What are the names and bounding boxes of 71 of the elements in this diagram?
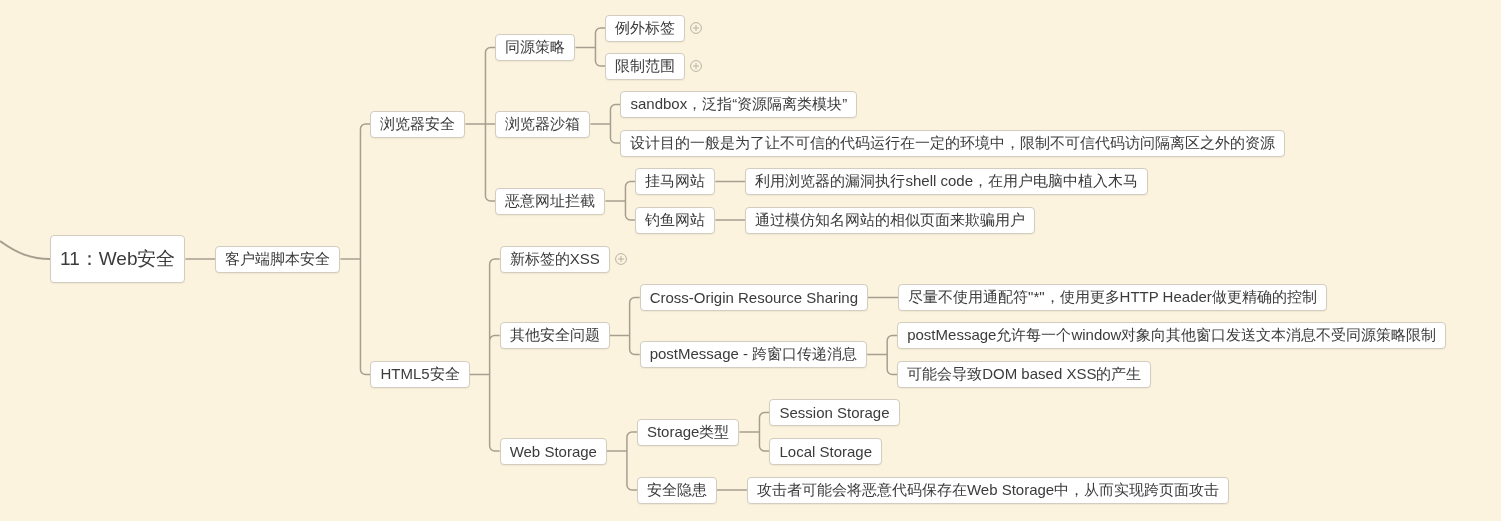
topic-text: 钓鱼网站 [645, 210, 706, 230]
topic-text: 通过模仿知名网站的相似页面来欺骗用户 [755, 210, 1026, 230]
topic-text: Cross-Origin Resource Sharing [649, 289, 859, 306]
subtopic-node [636, 418, 740, 446]
connector-line [608, 296, 641, 356]
subtopic-node [745, 168, 1148, 195]
topic-text: 尽量不使用通配符"*"，使用更多HTTP Header做更精确的控制 [908, 288, 1317, 307]
topic-text: 安全隐患 [646, 480, 707, 500]
subtopic-node [898, 284, 1327, 311]
subtopic-node [636, 476, 717, 504]
subtopic-node [495, 187, 606, 215]
connector-line [714, 180, 747, 183]
subtopic-node [499, 322, 610, 349]
subtopic-node [635, 206, 716, 234]
connector-line [339, 123, 372, 376]
connector-line [184, 258, 217, 260]
topic-text: 恶意网址拦截 [505, 191, 596, 211]
topic-text: postMessage - 跨窗口传递消息 [649, 345, 858, 364]
topic-text: 设计目的一般是为了让不可信的代码运行在一定的环境中，限制不可信代码访问隔离区之外的资源 [630, 133, 1276, 153]
connector-line [574, 27, 607, 67]
subtopic-node [620, 91, 858, 118]
subtopic-node [769, 437, 883, 465]
connector-line [867, 296, 899, 299]
topic-text: Session Storage [779, 404, 890, 421]
subtopic-node [745, 206, 1036, 234]
topic-text: 其他安全问题 [509, 326, 600, 345]
subtopic-node [635, 168, 716, 195]
topic-text: postMessage允许每一个window对象向其他窗口发送文本消息不受同源策略限制 [907, 326, 1437, 345]
subtopic-node [215, 245, 341, 273]
connector-line [738, 411, 771, 452]
topic-text: 浏览器安全 [380, 114, 456, 134]
connector-line [0, 240, 51, 260]
connector-line [468, 258, 501, 452]
subtopic-node [769, 399, 900, 426]
connector-line [866, 334, 898, 376]
topic-text: Web Storage [509, 442, 597, 460]
subtopic-node [495, 34, 576, 61]
subtopic-node [897, 322, 1447, 349]
topic-text: 利用浏览器的漏洞执行shell code，在用户电脑中植入木马 [755, 172, 1138, 191]
topic-text: 挂马网站 [645, 172, 706, 191]
topic-text: 可能会导致DOM based XSS的产生 [907, 365, 1142, 384]
topic-text: 客户端脚本安全 [225, 249, 331, 269]
subtopic-node [370, 110, 466, 138]
connector-line [716, 489, 748, 491]
subtopic-node [605, 14, 686, 42]
subtopic-node [495, 110, 591, 138]
topic-text: 例外标签 [615, 18, 676, 38]
subtopic-node [620, 129, 1286, 157]
subtopic-node [370, 361, 470, 388]
subtopic-node [639, 341, 868, 368]
subtopic-node [639, 284, 869, 311]
topic-text: 新标签的XSS [509, 249, 600, 269]
subtopic-node [499, 437, 607, 465]
connector-line [589, 103, 622, 144]
topic-text: Storage类型 [646, 422, 730, 442]
subtopic-node [499, 245, 610, 273]
central-topic [50, 235, 186, 283]
subtopic-node [746, 476, 1230, 504]
topic-text: 同源策略 [505, 38, 566, 57]
topic-text: 浏览器沙箱 [505, 114, 581, 134]
topic-text: HTML5安全 [380, 365, 460, 384]
subtopic-node [897, 361, 1152, 388]
topic-text: 限制范围 [615, 56, 676, 76]
subtopic-node [605, 52, 686, 80]
topic-text: 11：Web安全 [60, 247, 176, 271]
connector-line [604, 180, 637, 221]
topic-text: 攻击者可能会将恶意代码保存在Web Storage中，从而实现跨页面攻击 [756, 480, 1220, 500]
connector-line [714, 219, 747, 221]
topic-text: sandbox，泛指“资源隔离类模块” [630, 95, 848, 114]
topic-text: Local Storage [779, 442, 873, 460]
connector-line [464, 46, 497, 202]
